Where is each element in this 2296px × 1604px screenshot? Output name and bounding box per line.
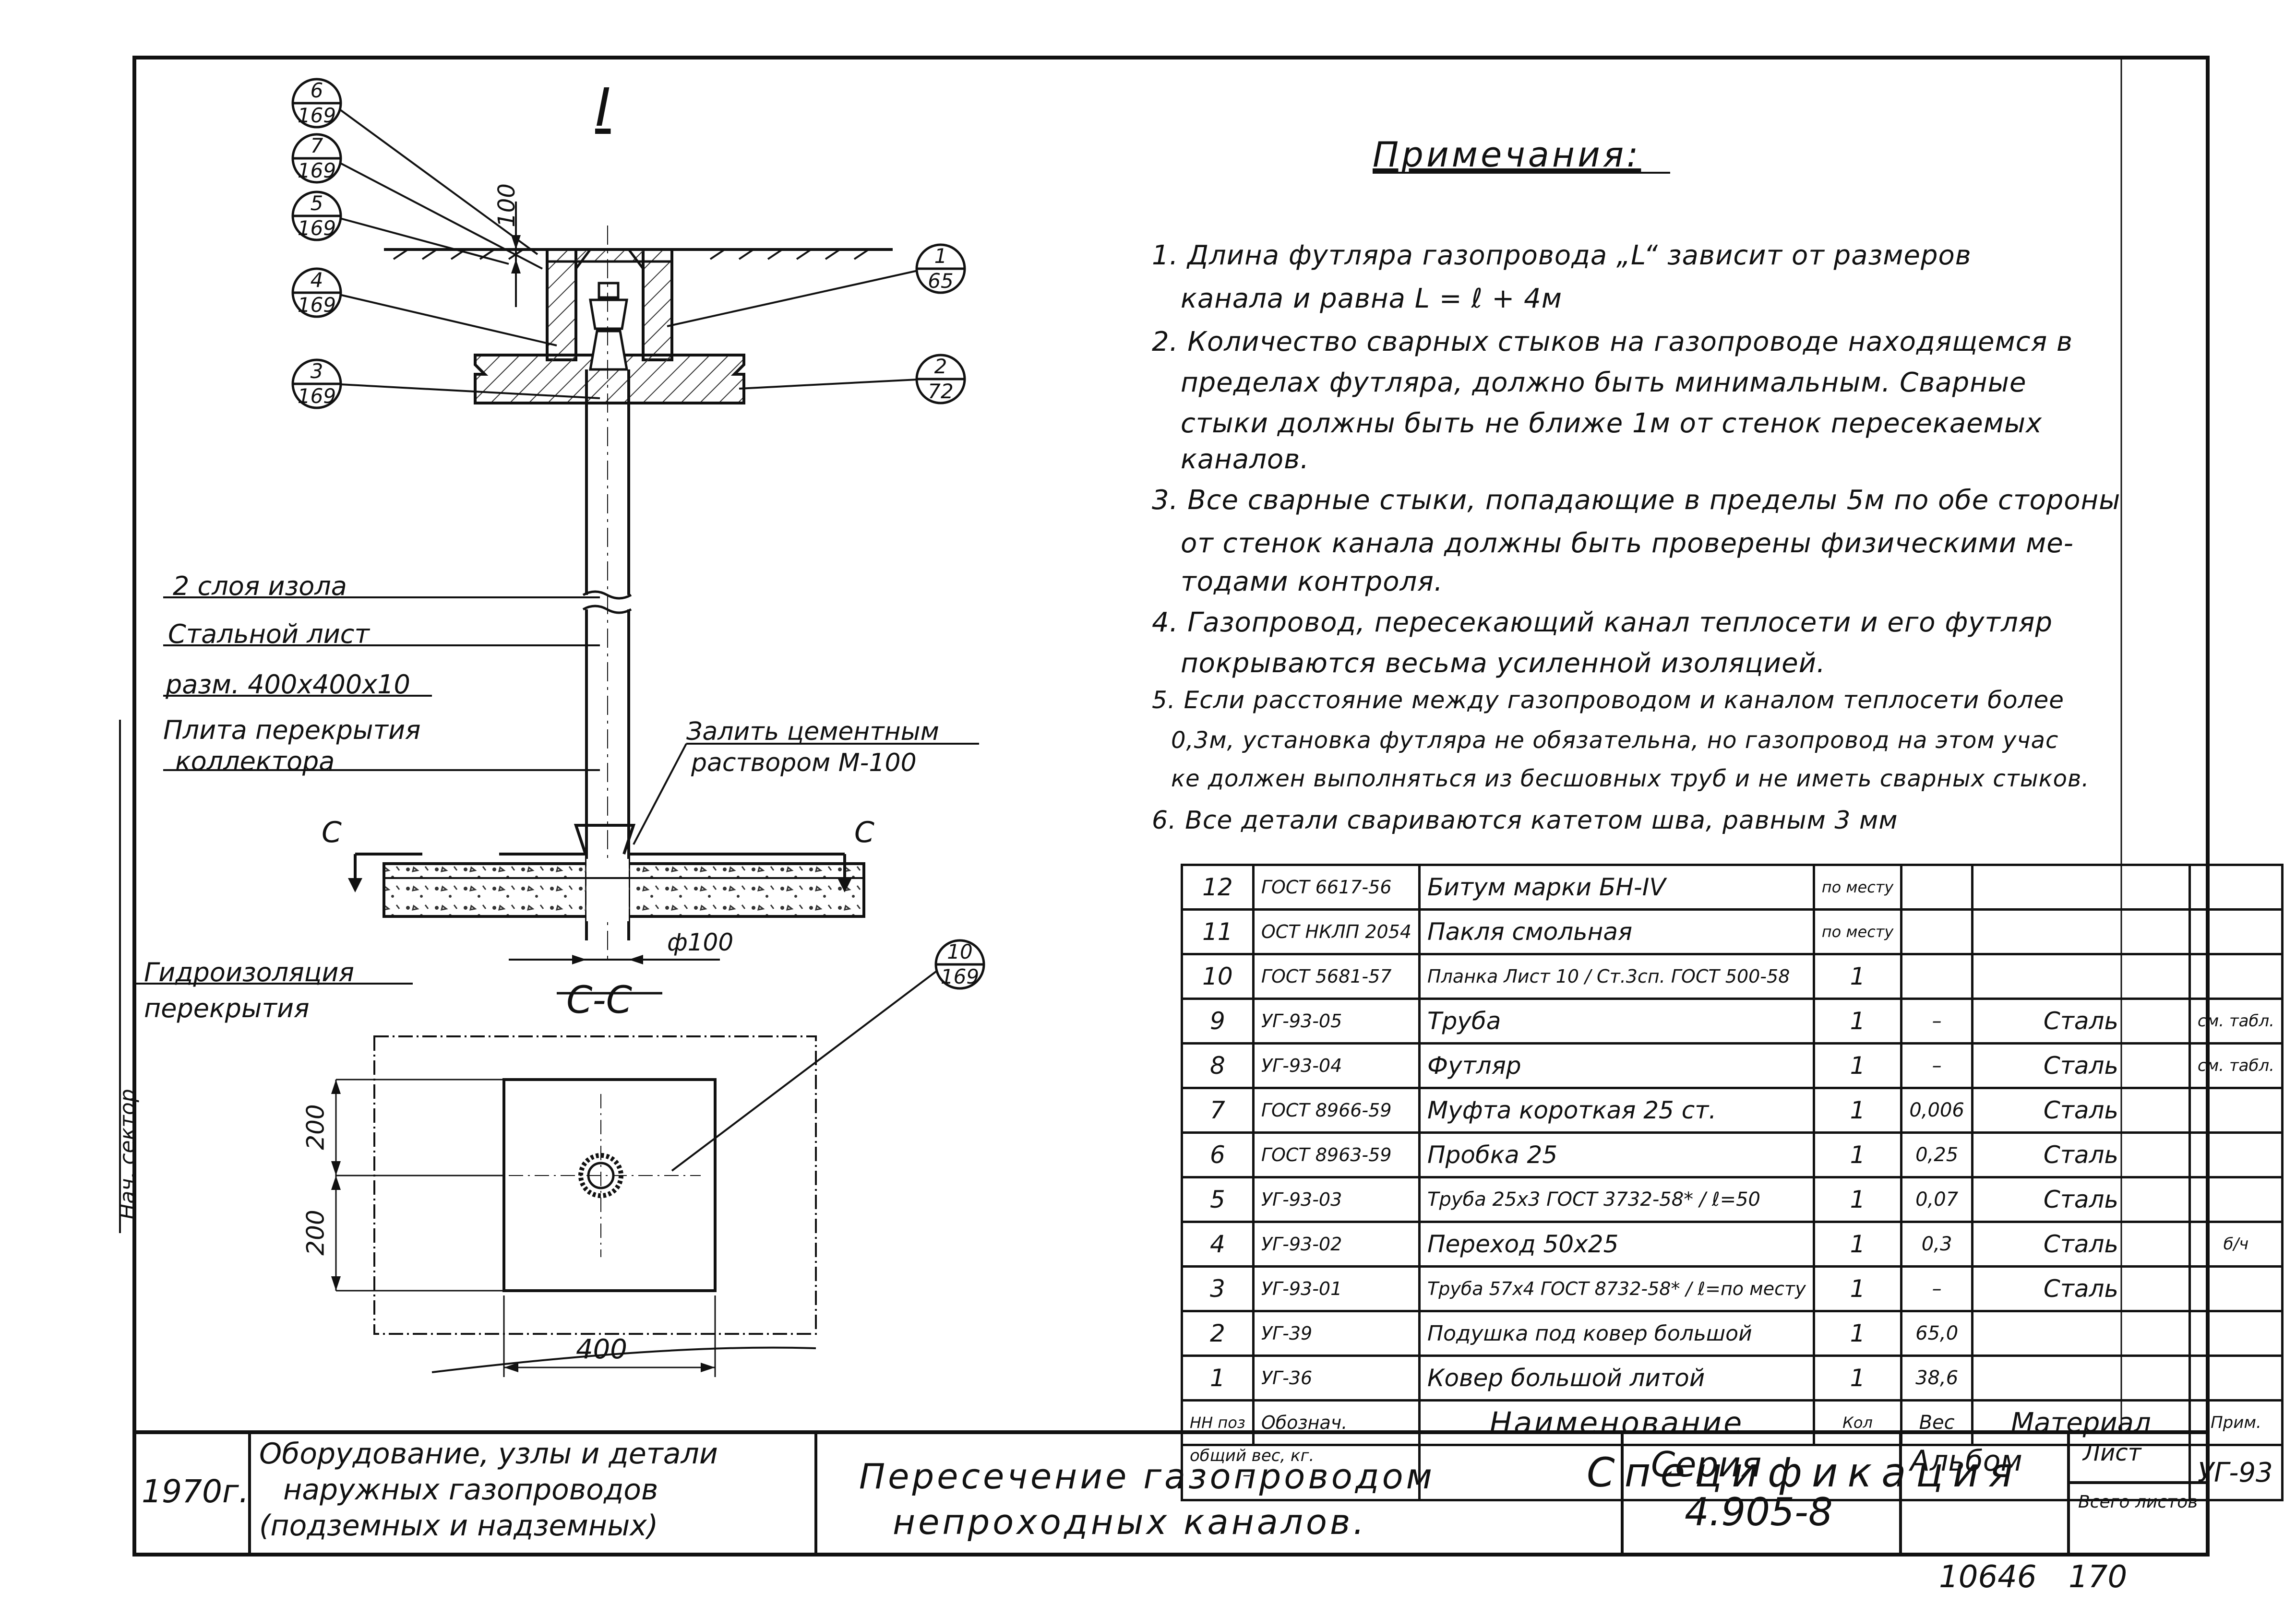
- series-value: 4.905-8: [1685, 1490, 1833, 1534]
- total-weight-value: –: [1243, 1465, 1251, 1485]
- dim-phi100-label: ф100: [667, 928, 734, 956]
- collector-slab: [383, 824, 865, 921]
- sheet-size-label: разм. 400х400х10: [166, 669, 410, 700]
- dim-100-label: 100: [493, 183, 520, 227]
- cut-marker-left: C: [322, 816, 342, 849]
- sheet-frame: [132, 56, 2210, 1556]
- note-line: тодами контроля.: [1181, 566, 1443, 597]
- note-line: 2. Количество сварных стыков на газопров…: [1152, 326, 2073, 357]
- total-sheets-label: Всего листов: [2078, 1492, 2198, 1512]
- note-line: покрываются весьма усиленной изоляцией.: [1181, 648, 1826, 679]
- album-title-2: наружных газопроводов: [283, 1473, 658, 1507]
- section-cc-plan: [331, 1035, 817, 1377]
- steel-sheet-label: Стальной лист: [168, 619, 370, 649]
- note-line: 6. Все детали свариваются катетом шва, р…: [1152, 806, 1898, 835]
- series-label: Серия: [1651, 1444, 1762, 1485]
- insulation-label: 2 слоя изола: [173, 571, 347, 601]
- fill-label-1: Залить цементным: [686, 717, 939, 746]
- cover-carpet: [546, 248, 673, 361]
- note-line: от стенок канала должны быть проверены ф…: [1181, 528, 2074, 559]
- spec-title: Спецификация: [1418, 1444, 2190, 1501]
- collector-label: коллектора: [175, 746, 335, 776]
- spec-code: УГ-93: [2188, 1444, 2284, 1501]
- archive-number: 10646: [1939, 1559, 2037, 1595]
- sheet-title-1: Пересечение газопроводом: [859, 1456, 1435, 1497]
- table-footer-row: общий вес, кг.– Спецификация УГ-93: [1180, 1444, 2284, 1501]
- callout-circles: [291, 78, 985, 990]
- leader-lines: [330, 102, 946, 1172]
- note-line: 0,3м, установка футляра не обязательна, …: [1171, 727, 2059, 754]
- note-line: канала и равна L = ℓ + 4м: [1181, 283, 1563, 314]
- album-title-3: (подземных и надземных): [259, 1509, 658, 1543]
- dim-phi100: [509, 955, 720, 964]
- gas-pipe: [582, 226, 632, 960]
- dim-400-label: 400: [576, 1334, 627, 1365]
- slab-label: Плита перекрытия: [163, 715, 421, 745]
- note-line: пределах футляра, должно быть минимальны…: [1181, 367, 2027, 398]
- sheet-title-2: непроходных каналов.: [893, 1502, 1367, 1542]
- cut-marker-right: C: [854, 816, 874, 849]
- plug-assembly: [589, 282, 628, 371]
- note-line: 5. Если расстояние между газопроводом и …: [1152, 686, 2065, 714]
- annotation-lines: [134, 596, 979, 985]
- note-line: каналов.: [1181, 444, 1309, 475]
- note-line: 4. Газопровод, пересекающий канал теплос…: [1152, 607, 2053, 638]
- total-weight-label: общий вес, кг.: [1190, 1446, 1315, 1466]
- notes-title: Примечания:: [1373, 134, 1641, 175]
- cushion: [474, 354, 745, 404]
- dim-200-bottom: 200: [301, 1210, 330, 1256]
- overlap-label: перекрытия: [144, 993, 310, 1023]
- note-line: ке должен выполняться из бесшовных труб …: [1171, 765, 2090, 792]
- year: 1970г.: [142, 1473, 249, 1510]
- sheet-label: Лист: [2083, 1439, 2141, 1466]
- note-line: стыки должны быть не ближе 1м от стенок …: [1181, 408, 2043, 439]
- detail-label: I: [595, 77, 611, 138]
- album-title-1: Оборудование, узлы и детали: [259, 1437, 718, 1471]
- sheet-number: 170: [2069, 1559, 2128, 1595]
- fill-label-2: раствором М-100: [691, 749, 917, 777]
- note-line: 1. Длина футляра газопровода „L“ зависит…: [1152, 240, 1972, 271]
- waterproof-label: Гидроизоляция: [144, 957, 355, 987]
- margin-text: Нач. сектор: [115, 1089, 140, 1220]
- section-arrows: [348, 853, 852, 892]
- note-line: 3. Все сварные стыки, попадающие в преде…: [1152, 485, 2121, 516]
- album-label: Альбом: [1910, 1444, 2022, 1478]
- section-cc-label: C-C: [566, 979, 633, 1022]
- dim-200-top: 200: [301, 1104, 330, 1150]
